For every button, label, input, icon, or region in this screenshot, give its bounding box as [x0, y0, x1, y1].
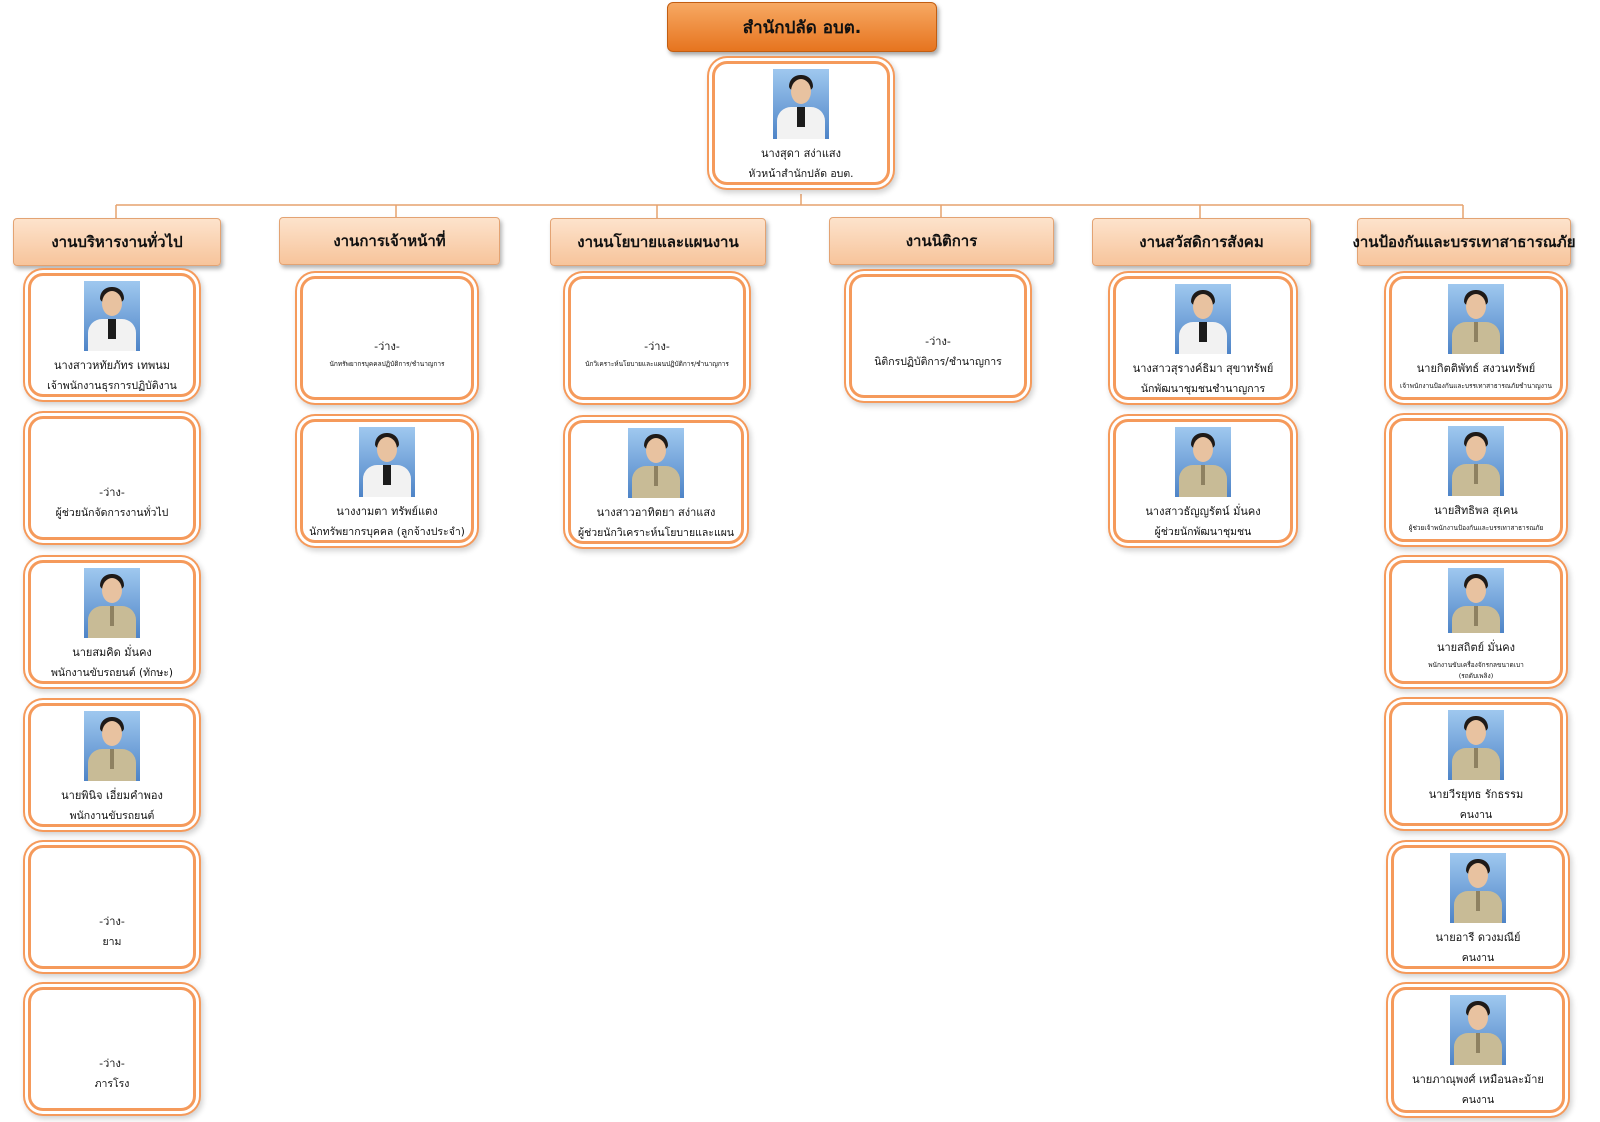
dept-personnel: งานการเจ้าหน้าที่	[279, 217, 500, 265]
staff-position: นักทรัพยากรบุคคล (ลูกจ้างประจำ)	[309, 526, 465, 538]
vacant-card: -ว่าง- ผู้ช่วยนักจัดการงานทั่วไป	[28, 416, 196, 540]
head-photo	[773, 69, 829, 139]
staff-name: นางสาวธัญญรัตน์ มั่นคง	[1145, 505, 1261, 518]
staff-name: นายสมคิด มั่นคง	[72, 646, 152, 659]
staff-card: นายกิตติพัทธ์ สงวนทรัพย์ เจ้าพนักงานป้อง…	[1389, 276, 1563, 400]
staff-position: นักพัฒนาชุมชนชำนาญการ	[1140, 383, 1266, 395]
staff-position: คนงาน	[1459, 809, 1493, 821]
staff-name: นางงามตา ทรัพย์แตง	[336, 505, 438, 518]
staff-name: -ว่าง-	[644, 340, 670, 353]
staff-name: นางสาวสุรางค์ธิมา สุขาทรัพย์	[1132, 362, 1274, 375]
staff-name: -ว่าง-	[99, 915, 125, 928]
dept-legal: งานนิติการ	[829, 217, 1054, 265]
head-position: หัวหน้าสำนักปลัด อบต.	[748, 168, 854, 180]
staff-card: นายพินิจ เอี่ยมคำพอง พนักงานขับรถยนต์	[28, 703, 196, 827]
staff-name: นายวีรยุทธ รักธรรม	[1428, 788, 1524, 801]
staff-position: เจ้าพนักงานธุรการปฏิบัติงาน	[47, 380, 177, 392]
staff-card: นายวีรยุทธ รักธรรม คนงาน	[1389, 702, 1563, 826]
staff-name: นายสถิตย์ มั่นคง	[1436, 641, 1516, 654]
staff-photo	[1175, 427, 1231, 497]
dept-policy-plan: งานนโยบายและแผนงาน	[550, 218, 766, 266]
staff-position: พนักงานขับรถยนต์ (ทักษะ)	[50, 667, 174, 679]
head-card: นางสุดา สง่าแสง หัวหน้าสำนักปลัด อบต.	[712, 61, 890, 185]
dept-disaster-prevention: งานป้องกันและบรรเทาสาธารณภัย	[1353, 218, 1576, 266]
dept-social-welfare: งานสวัสดิการสังคม	[1092, 218, 1311, 266]
staff-photo	[1175, 284, 1231, 354]
staff-name: นายอารี ดวงมณีย์	[1435, 931, 1521, 944]
staff-photo	[1448, 568, 1504, 633]
vacant-card: -ว่าง- ภารโรง	[28, 987, 196, 1111]
staff-photo	[84, 711, 140, 781]
staff-position: คนงาน	[1461, 952, 1495, 964]
staff-photo	[1448, 710, 1504, 780]
staff-position: ผู้ช่วยนักจัดการงานทั่วไป	[55, 507, 169, 519]
staff-photo	[1450, 995, 1506, 1065]
staff-name: นายสิทธิพล สุเคน	[1434, 504, 1518, 517]
staff-card: นายอารี ดวงมณีย์ คนงาน	[1391, 845, 1565, 969]
page-title: สำนักปลัด อบต.	[667, 2, 937, 52]
staff-position: พนักงานขับรถยนต์	[69, 810, 155, 822]
vacant-card: -ว่าง- ยาม	[28, 845, 196, 969]
staff-name: นางสาวหทัยภัทร เทพนม	[53, 359, 171, 372]
staff-photo	[84, 281, 140, 351]
staff-name: -ว่าง-	[99, 1057, 125, 1070]
staff-position-note: (รถดับเพลิง)	[1458, 672, 1494, 680]
staff-name: นายภาณุพงศ์ เหมือนละม้าย	[1412, 1073, 1544, 1086]
staff-card: นางงามตา ทรัพย์แตง นักทรัพยากรบุคคล (ลูก…	[300, 419, 474, 543]
dept-general-admin: งานบริหารงานทั่วไป	[13, 218, 221, 266]
staff-name: นางสาวอาทิตยา สง่าแสง	[596, 506, 716, 519]
staff-position: ยาม	[102, 936, 122, 948]
staff-card: นางสาวสุรางค์ธิมา สุขาทรัพย์ นักพัฒนาชุม…	[1113, 276, 1293, 400]
staff-position: เจ้าพนักงานป้องกันและบรรเทาสาธารณภัยชำนา…	[1400, 382, 1552, 390]
staff-name: -ว่าง-	[374, 340, 400, 353]
staff-name: -ว่าง-	[925, 335, 951, 348]
staff-card: นายสมคิด มั่นคง พนักงานขับรถยนต์ (ทักษะ)	[28, 560, 196, 684]
staff-position: ภารโรง	[94, 1078, 130, 1090]
staff-position: พนักงานขับเครื่องจักรกลขนาดเบา	[1428, 661, 1524, 669]
staff-name: นายกิตติพัทธ์ สงวนทรัพย์	[1416, 362, 1536, 375]
staff-card: นายสิทธิพล สุเคน ผู้ช่วยเจ้าพนักงานป้องก…	[1389, 418, 1563, 542]
staff-position: คนงาน	[1461, 1094, 1495, 1106]
staff-position: ผู้ช่วยนักวิเคราะห์นโยบายและแผน	[577, 527, 735, 539]
staff-photo	[84, 568, 140, 638]
staff-card: นายสถิตย์ มั่นคง พนักงานขับเครื่องจักรกล…	[1389, 560, 1563, 684]
staff-position: นักวิเคราะห์นโยบายและแผนปฏิบัติการ/ชำนาญ…	[585, 360, 729, 368]
vacant-card: -ว่าง- นักทรัพยากรบุคคลปฏิบัติการ/ชำนาญก…	[300, 276, 474, 400]
staff-card: นางสาวธัญญรัตน์ มั่นคง ผู้ช่วยนักพัฒนาชุ…	[1113, 419, 1293, 543]
staff-photo	[1448, 284, 1504, 354]
staff-photo	[359, 427, 415, 497]
staff-position: นิติกรปฏิบัติการ/ชำนาญการ	[874, 356, 1002, 368]
staff-name: นายพินิจ เอี่ยมคำพอง	[61, 789, 163, 802]
staff-photo	[1450, 853, 1506, 923]
vacant-card: -ว่าง- นิติกรปฏิบัติการ/ชำนาญการ	[849, 274, 1027, 398]
staff-position: ผู้ช่วยนักพัฒนาชุมชน	[1154, 526, 1252, 538]
head-name: นางสุดา สง่าแสง	[760, 147, 842, 160]
staff-card: นางสาวหทัยภัทร เทพนม เจ้าพนักงานธุรการปฏ…	[28, 273, 196, 397]
staff-name: -ว่าง-	[99, 486, 125, 499]
staff-card: นายภาณุพงศ์ เหมือนละม้าย คนงาน	[1391, 987, 1565, 1113]
vacant-card: -ว่าง- นักวิเคราะห์นโยบายและแผนปฏิบัติกา…	[568, 276, 746, 400]
staff-card: นางสาวอาทิตยา สง่าแสง ผู้ช่วยนักวิเคราะห…	[568, 420, 744, 544]
staff-position: ผู้ช่วยเจ้าพนักงานป้องกันและบรรเทาสาธารณ…	[1408, 524, 1544, 532]
staff-position: นักทรัพยากรบุคคลปฏิบัติการ/ชำนาญการ	[329, 360, 445, 368]
staff-photo	[628, 428, 684, 498]
staff-photo	[1448, 426, 1504, 496]
